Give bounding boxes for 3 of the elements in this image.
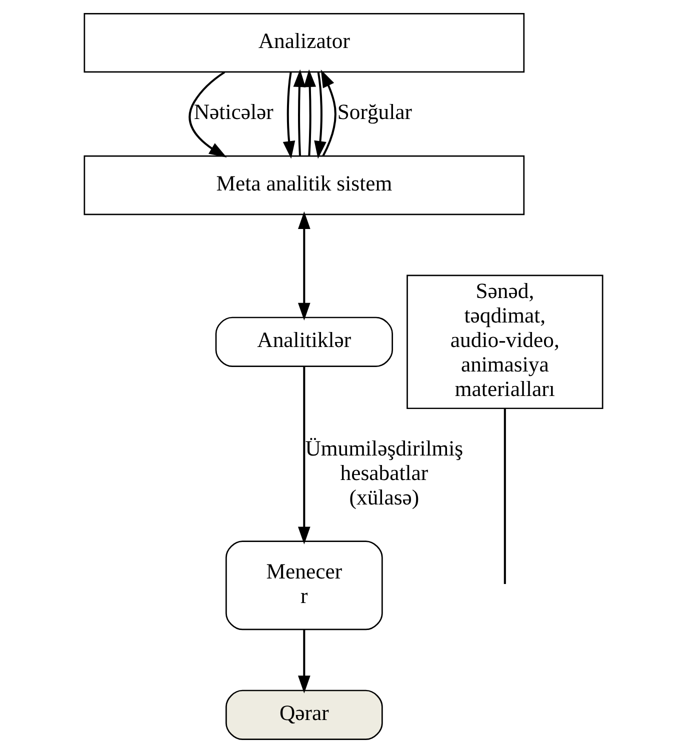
edge-label: Ümumiləşdirilmiş hesabatlar (xülasə): [305, 436, 464, 510]
edge-label: Nəticələr: [194, 100, 274, 124]
edge-label: Sorğular: [337, 100, 412, 124]
